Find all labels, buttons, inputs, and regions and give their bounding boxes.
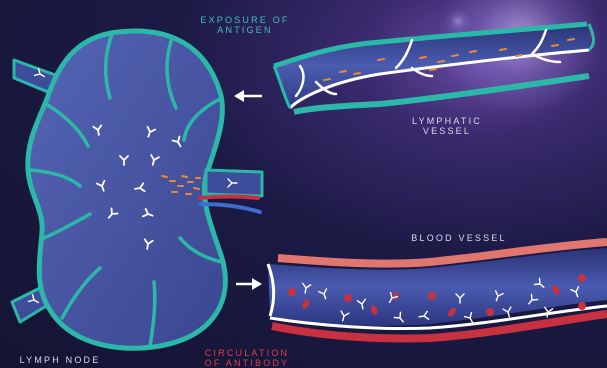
lymphatic-vessel: [274, 24, 594, 112]
label-lymphatic-vessel: LYMPHATIC VESSEL: [402, 116, 492, 136]
arrow-right-icon: [236, 278, 262, 290]
label-exposure-line2: ANTIGEN: [190, 25, 300, 35]
label-exposure-line1: EXPOSURE OF: [190, 15, 300, 25]
label-blood-vessel: BLOOD VESSEL: [394, 233, 524, 243]
arrow-left-icon: [234, 90, 262, 102]
label-circulation-line1: CIRCULATION: [188, 348, 306, 358]
label-lymphatic-line1: LYMPHATIC: [402, 116, 492, 126]
label-circulation-line2: OF ANTIBODY: [188, 358, 306, 368]
label-lymph-node: LYMPH NODE: [8, 355, 112, 365]
label-exposure-of-antigen: EXPOSURE OF ANTIGEN: [190, 15, 300, 35]
efferent-vessels: [200, 170, 262, 212]
lymph-node: [12, 31, 225, 348]
label-lymphatic-line2: VESSEL: [402, 126, 492, 136]
label-circulation-of-antibody: CIRCULATION OF ANTIBODY: [188, 348, 306, 368]
blood-vessel: [268, 242, 607, 339]
